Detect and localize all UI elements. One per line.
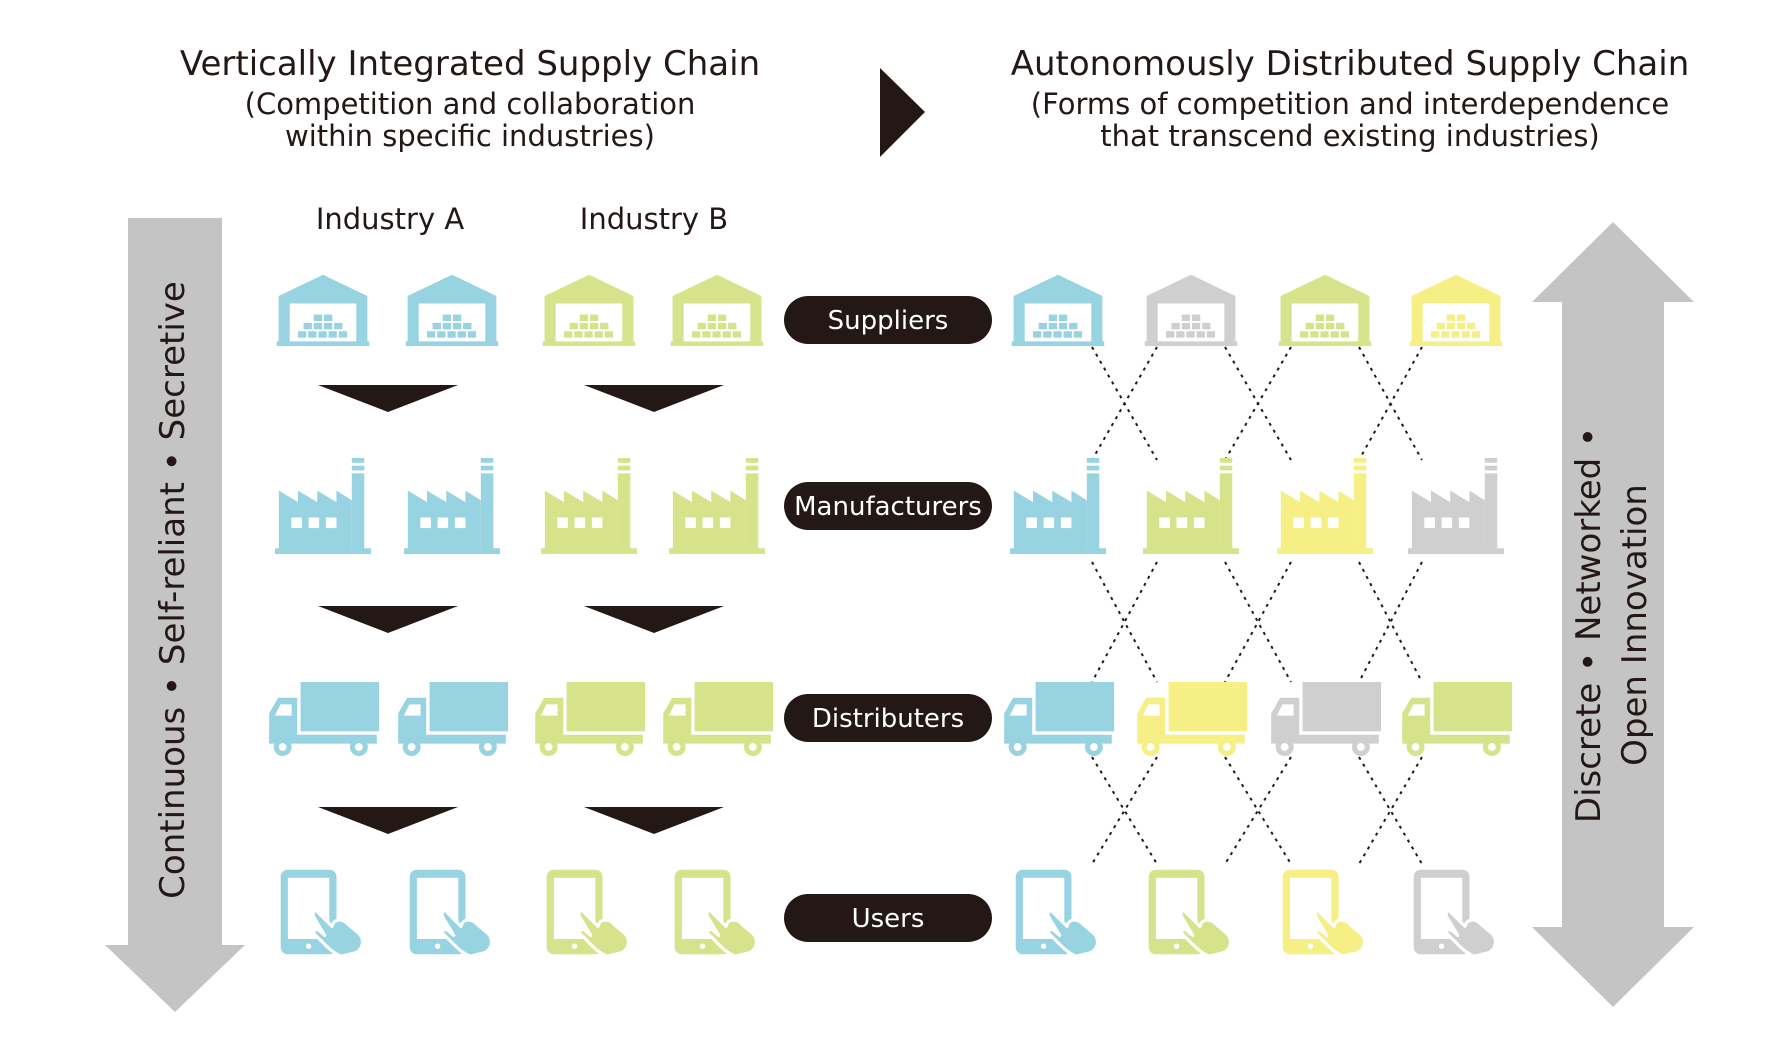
network-link-line — [1224, 346, 1292, 461]
right-axis-label-line1: Discrete • Networked • — [1569, 426, 1609, 824]
tablet-icon — [1014, 868, 1100, 958]
left-axis-label-text: Continuous • Self-reliant • Secretive — [153, 281, 193, 899]
warehouse-icon — [670, 274, 764, 346]
right-subtitle-line1: (Forms of competition and interdependenc… — [1030, 87, 1670, 121]
truck-icon — [535, 682, 646, 756]
stage-pill — [784, 482, 992, 530]
stage-pill — [784, 296, 992, 344]
tablet-icon — [545, 868, 631, 958]
flow-down-triangle — [584, 606, 724, 633]
network-link-line — [1224, 561, 1292, 683]
network-link-line — [1224, 756, 1292, 865]
industry-a-label: Industry A — [315, 202, 465, 236]
network-link-line — [1358, 346, 1423, 461]
tablet-icon — [408, 868, 494, 958]
truck-icon — [663, 682, 774, 756]
network-link-line — [1091, 561, 1158, 683]
flow-down-triangle — [318, 606, 458, 633]
network-link-line — [1358, 561, 1423, 683]
tablet-icon — [279, 868, 365, 958]
right-axis-label-line2: Open Innovation — [1615, 484, 1655, 766]
stage-pill-label: Manufacturers — [794, 492, 982, 522]
factory-icon — [1408, 458, 1504, 554]
truck-icon — [1402, 682, 1513, 756]
truck-icon — [1004, 682, 1115, 756]
stage-pill — [784, 894, 992, 942]
tablet-icon — [673, 868, 759, 958]
factory-icon — [404, 458, 500, 554]
warehouse-icon — [1409, 274, 1503, 346]
right-subtitle-line2: that transcend existing industries) — [1100, 119, 1600, 153]
network-link-line — [1091, 756, 1158, 865]
truck-icon — [1137, 682, 1248, 756]
warehouse-icon — [1144, 274, 1238, 346]
network-link-line — [1224, 756, 1292, 865]
warehouse-icon — [542, 274, 636, 346]
tablet-icon — [1147, 868, 1233, 958]
flow-down-triangle — [318, 385, 458, 412]
truck-icon — [269, 682, 380, 756]
warehouse-icon — [1011, 274, 1105, 346]
left-subtitle-line2: within specific industries) — [285, 119, 655, 153]
network-link-line — [1091, 346, 1158, 461]
warehouse-icon — [276, 274, 370, 346]
flow-down-triangle — [584, 385, 724, 412]
factory-icon — [275, 458, 371, 554]
tablet-icon — [1412, 868, 1498, 958]
truck-icon — [398, 682, 509, 756]
left-title: Vertically Integrated Supply Chain — [179, 44, 761, 84]
network-link-line — [1358, 561, 1423, 683]
truck-icon — [1271, 682, 1382, 756]
tablet-icon — [1281, 868, 1367, 958]
network-link-line — [1224, 561, 1292, 683]
stage-pill-label: Suppliers — [828, 306, 949, 336]
left-subtitle-line1: (Competition and collaboration — [244, 87, 696, 121]
industry-b-label: Industry B — [579, 202, 729, 236]
network-link-line — [1091, 756, 1158, 865]
right-title: Autonomously Distributed Supply Chain — [1010, 44, 1690, 84]
flow-down-triangle — [318, 807, 458, 834]
factory-icon — [1277, 458, 1373, 554]
factory-icon — [1010, 458, 1106, 554]
network-link-line — [1091, 561, 1158, 683]
stage-pill-label: Distributers — [812, 704, 964, 734]
factory-icon — [1143, 458, 1239, 554]
stage-pill — [784, 694, 992, 742]
stage-pill-label: Users — [852, 904, 925, 934]
warehouse-icon — [405, 274, 499, 346]
left-down-arrow — [105, 218, 245, 1012]
warehouse-icon — [1278, 274, 1372, 346]
factory-icon — [669, 458, 765, 554]
header-transition-arrow — [880, 68, 925, 157]
factory-icon — [541, 458, 637, 554]
right-double-arrow — [1532, 222, 1694, 1007]
flow-down-triangle — [584, 807, 724, 834]
